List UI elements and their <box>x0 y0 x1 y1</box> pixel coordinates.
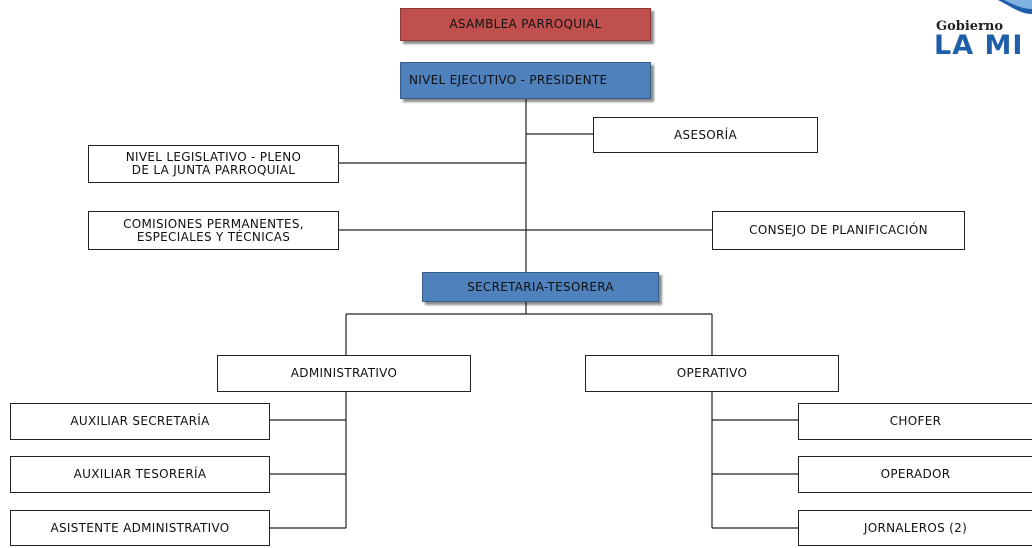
box-auxiliar-tesoreria: AUXILIAR TESORERÍA <box>10 456 270 493</box>
logo-line2: LA MI <box>934 30 1024 60</box>
logo-line1: Gobierno <box>936 19 1004 34</box>
box-comisiones: COMISIONES PERMANENTES, ESPECIALES Y TÉC… <box>88 211 339 250</box>
logo: Gobierno LA MI <box>920 0 1032 60</box>
box-nivel-legislativo: NIVEL LEGISLATIVO - PLENO DE LA JUNTA PA… <box>88 145 339 183</box>
box-asesoria: ASESORÍA <box>593 117 818 153</box>
box-operativo: OPERATIVO <box>585 355 839 392</box>
box-consejo-planificacion: CONSEJO DE PLANIFICACIÓN <box>712 211 965 250</box>
logo-swoosh-icon <box>998 0 1032 14</box>
box-asamblea-parroquial: ASAMBLEA PARROQUIAL <box>400 8 651 41</box>
box-asistente-administrativo: ASISTENTE ADMINISTRATIVO <box>10 510 270 546</box>
box-operador: OPERADOR <box>798 456 1032 493</box>
box-nivel-ejecutivo: NIVEL EJECUTIVO - PRESIDENTE <box>400 62 651 99</box>
box-chofer: CHOFER <box>798 403 1032 440</box>
box-auxiliar-secretaria: AUXILIAR SECRETARÍA <box>10 403 270 440</box>
box-jornaleros: JORNALEROS (2) <box>798 510 1032 546</box>
box-administrativo: ADMINISTRATIVO <box>217 355 471 392</box>
box-secretaria-tesorera: SECRETARIA-TESORERA <box>422 272 659 302</box>
